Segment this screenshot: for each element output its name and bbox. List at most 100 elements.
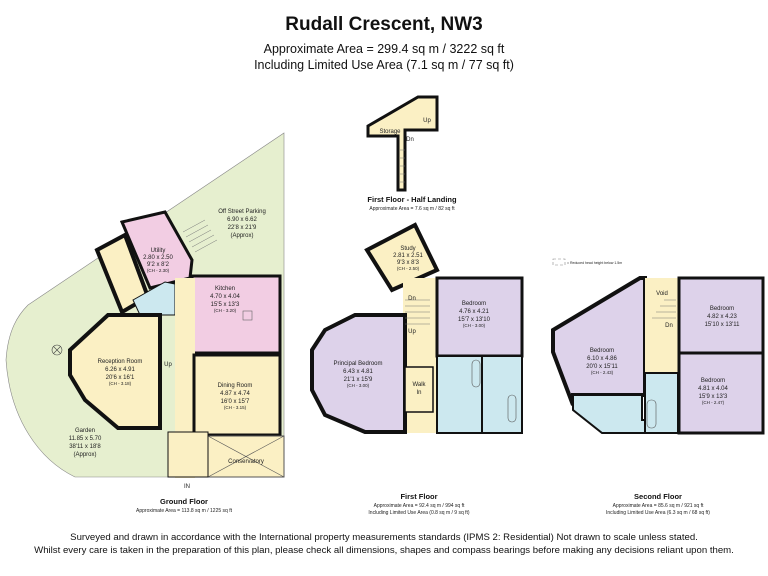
room-dimensions-metric: 2.80 x 2.50	[143, 255, 173, 261]
room-dimensions-imperial: 15'10 x 13'11	[705, 322, 741, 328]
room-name: Off Street Parking	[218, 209, 266, 215]
room-dimensions-imperial: 16'0 x 15'7	[221, 399, 250, 405]
room-dimensions-metric: 4.82 x 4.23	[707, 314, 737, 320]
room-name: Reception Room	[98, 359, 143, 365]
room-name: Bedroom	[462, 301, 486, 307]
room-dimensions-imperial: 15'9 x 13'3	[699, 394, 728, 400]
stairs-up-label: Up	[164, 362, 172, 368]
room-name: Kitchen	[215, 286, 235, 292]
room-dimensions-imperial: 15'7 x 13'10	[458, 317, 491, 323]
room-dimensions-metric: 4.70 x 4.04	[210, 294, 240, 300]
room-dimensions-metric: 6.43 x 4.81	[343, 369, 373, 375]
study-room	[364, 222, 440, 293]
stairs-down-label: Dn	[406, 137, 414, 143]
room-dimensions-imperial: 9'3 x 8'3	[397, 260, 420, 266]
room-dimensions-imperial: 9'2 x 8'2	[147, 262, 170, 268]
kitchen-island	[242, 310, 253, 321]
room-note: (Approx)	[73, 452, 96, 458]
void	[645, 278, 679, 373]
page-title: Rudall Crescent, NW3	[285, 14, 483, 35]
footer-disclaimer-line2: Whilst every care is taken in the prepar…	[34, 545, 734, 556]
light-fixture-icon	[51, 344, 63, 356]
first-floor-plan: Study 2.81 x 2.51 9'3 x 8'3 (CH - 2.50) …	[310, 222, 524, 516]
room-dimensions-imperial: 21'1 x 15'9	[344, 377, 373, 383]
stairs-up-label: Up	[423, 118, 431, 124]
room-name: Garden	[75, 428, 95, 434]
legend-label: = Reduced head height below 1.5m	[567, 261, 622, 265]
room-note: (CH - 3.18)	[109, 381, 132, 386]
room-name: Bedroom	[701, 378, 725, 384]
floor-area: Approximate Area = 7.6 sq m / 82 sq ft	[369, 206, 455, 212]
half-landing-plan: Storage Up Dn First Floor - Half Landing…	[366, 95, 457, 212]
limited-use-area: Including Limited Use Area (0.8 sq m / 9…	[368, 510, 469, 516]
stairs-down-label: Dn	[408, 296, 416, 302]
room-note: (CH - 2.30)	[147, 268, 170, 273]
floor-name: First Floor	[400, 492, 437, 501]
bedroom-top	[677, 276, 765, 355]
room-name: Walk	[412, 382, 426, 388]
room-name: Conservatory	[228, 459, 264, 465]
room-name-line2: In	[416, 390, 421, 396]
room-name: Bedroom	[590, 348, 614, 354]
room-name: Utility	[151, 248, 166, 254]
parking-stairs	[182, 219, 218, 253]
floor-name: Ground Floor	[160, 497, 208, 506]
room-note: (CH - 3.00)	[463, 323, 486, 328]
bathroom	[436, 355, 483, 434]
reduced-head-height-legend-icon	[552, 258, 566, 266]
room-name: Void	[656, 291, 668, 297]
room-dimensions-metric: 2.81 x 2.51	[393, 253, 423, 259]
stairs-up-label: Up	[408, 329, 416, 335]
floor-name: Second Floor	[634, 492, 682, 501]
room-note: (CH - 3.00)	[347, 383, 370, 388]
principal-bedroom	[310, 313, 407, 434]
bedroom-left	[551, 276, 647, 406]
room-note: (CH - 2.47)	[702, 400, 725, 405]
room-dimensions-metric: 4.76 x 4.21	[459, 309, 489, 315]
room-dimensions-metric: 11.85 x 5.70	[69, 436, 102, 442]
floor-name: First Floor - Half Landing	[367, 195, 457, 204]
utility-room	[119, 210, 194, 290]
bathroom	[644, 372, 679, 434]
floor-area: Approximate Area = 85.6 sq m / 921 sq ft	[613, 503, 704, 509]
room-dimensions-imperial: 20'0 x 15'11	[586, 364, 618, 370]
room-name: Bedroom	[710, 306, 734, 312]
room-name: Dining Room	[218, 383, 253, 389]
room-dimensions-imperial: 38'11 x 18'8	[69, 444, 101, 450]
second-floor-plan: = Reduced head height below 1.5m Void Dn…	[551, 258, 765, 516]
room-note: (CH - 2.50)	[397, 266, 420, 271]
total-area: Approximate Area = 299.4 sq m / 3222 sq …	[263, 42, 505, 56]
room-dimensions-metric: 4.81 x 4.04	[698, 386, 728, 392]
footer-disclaimer-line1: Surveyed and drawn in accordance with th…	[70, 532, 698, 543]
walk-in-wardrobe	[404, 366, 434, 413]
bathtub	[471, 359, 481, 388]
bedroom-bottom	[677, 351, 765, 435]
hall	[175, 278, 195, 478]
room-note: (CH - 2.43)	[591, 370, 614, 375]
room-name: Principal Bedroom	[333, 361, 382, 367]
stairs-down-label: Dn	[665, 323, 673, 329]
room-dimensions-metric: 6.26 x 4.91	[105, 367, 135, 373]
room-dimensions-metric: 4.87 x 4.74	[220, 391, 250, 397]
half-landing	[366, 95, 439, 192]
room-note: (CH - 3.20)	[214, 308, 237, 313]
room-dimensions-imperial: 22'8 x 21'9	[228, 225, 257, 231]
limited-use-area: Including Limited Use Area (7.1 sq m / 7…	[254, 58, 514, 72]
ground-floor-plan: Off Street Parking 6.90 x 6.62 22'8 x 21…	[5, 132, 285, 514]
floor-area: Approximate Area = 92.4 sq m / 994 sq ft	[374, 503, 465, 509]
entrance-porch	[167, 431, 209, 478]
bathtub	[507, 394, 517, 423]
floor-area: Approximate Area = 113.8 sq m / 1225 sq …	[136, 508, 233, 514]
room-note: (Approx)	[230, 233, 253, 239]
room-dimensions-imperial: 20'6 x 16'1	[106, 375, 135, 381]
bathroom	[481, 355, 523, 434]
dining-room	[192, 353, 282, 437]
room-note: (CH - 3.15)	[224, 405, 247, 410]
entrance-label: IN	[184, 484, 190, 490]
bathtub	[646, 399, 657, 429]
limited-use-area: Including Limited Use Area (6.3 sq m / 6…	[606, 510, 710, 516]
storage-label: Storage	[379, 129, 401, 135]
kitchen-room	[190, 274, 282, 355]
room-dimensions-metric: 6.90 x 6.62	[227, 217, 257, 223]
